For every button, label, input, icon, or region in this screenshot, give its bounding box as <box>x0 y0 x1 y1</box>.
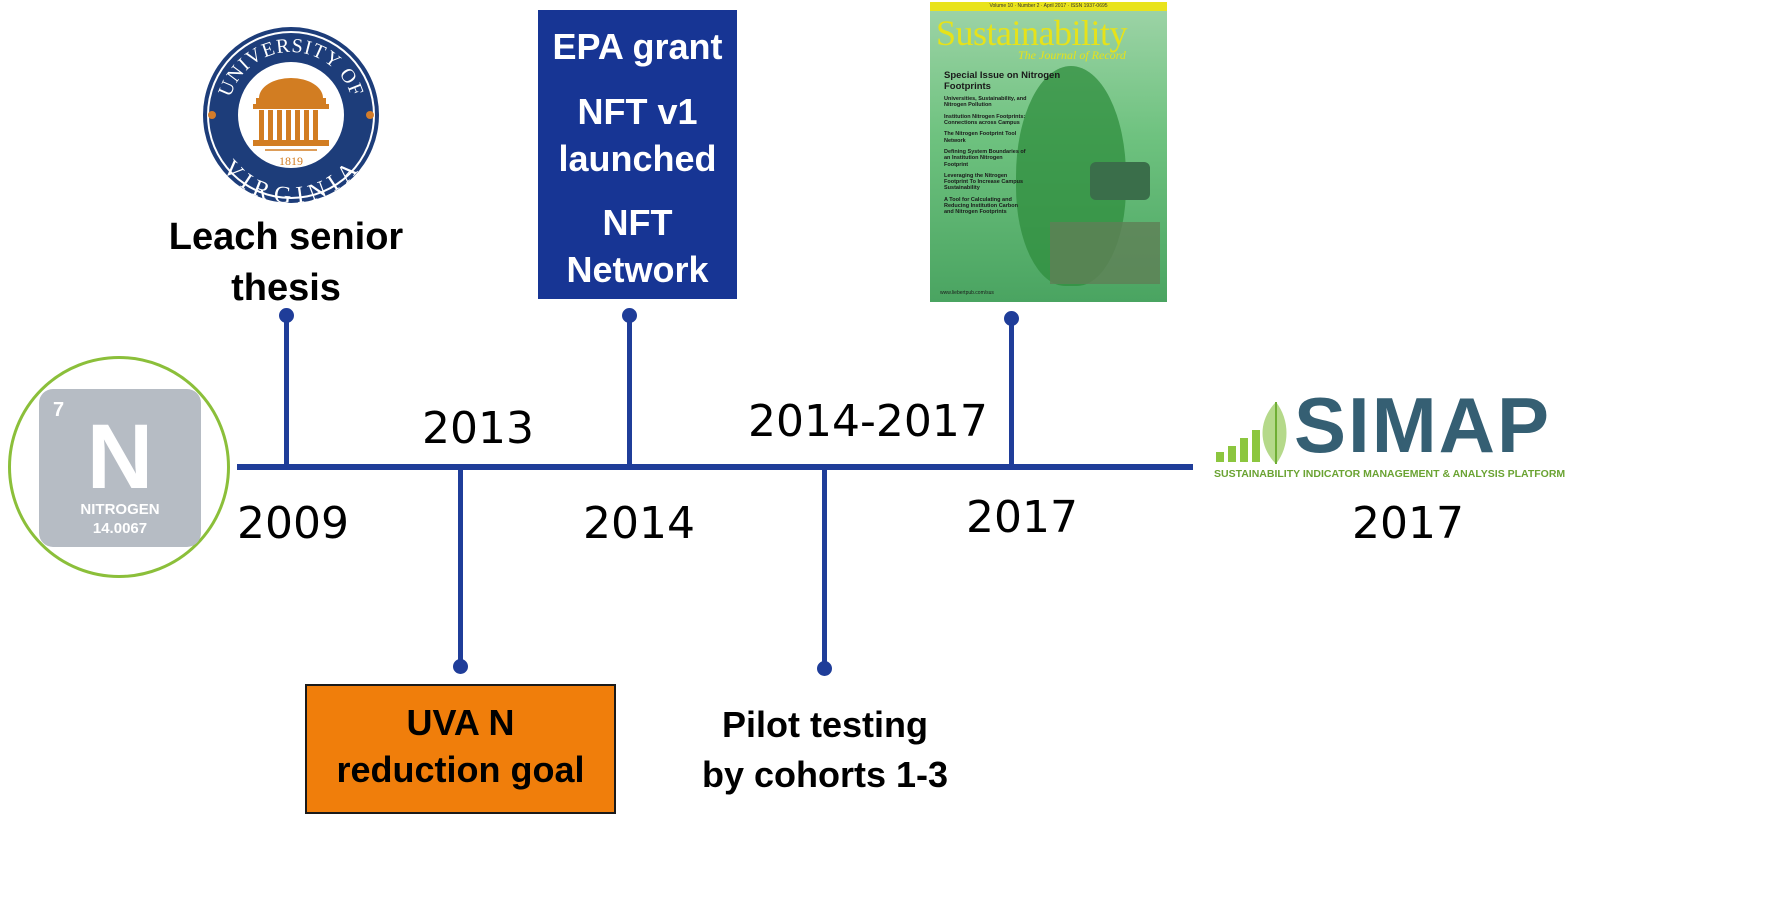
box-line: NFT <box>602 202 673 244</box>
stem-dot-2017 <box>1004 311 1019 326</box>
cyclists-photo <box>1050 222 1160 284</box>
nitrogen-element-logo: 7 N NITROGEN 14.0067 <box>8 356 230 578</box>
journal-article: A Tool for Calculating and Reducing Inst… <box>944 196 1018 216</box>
event-label-line: thesis <box>231 267 341 310</box>
nitrogen-tile: 7 N NITROGEN 14.0067 <box>39 389 201 547</box>
stem-2017 <box>1009 318 1014 466</box>
stem-2014 <box>627 316 632 466</box>
box-line: NFT v1 <box>577 90 698 132</box>
uva-n-reduction-box: UVA N reduction goal <box>305 684 616 814</box>
event-label-line: Pilot testing <box>722 704 928 745</box>
journal-footer: www.liebertpub.com/sus <box>940 290 994 296</box>
simap-bars-icon <box>1216 402 1287 464</box>
event-label-line: Leach senior <box>168 216 404 258</box>
journal-article: Universities, Sustainability, and Nitrog… <box>944 96 1027 109</box>
element-number: 7 <box>53 399 65 421</box>
event-label-pilot-testing: Pilot testing by cohorts 1-3 <box>665 700 985 799</box>
element-name: NITROGEN <box>80 501 160 518</box>
element-mass: 14.0067 <box>92 520 148 537</box>
simap-tagline: SUSTAINABILITY INDICATOR MANAGEMENT & AN… <box>1214 468 1566 480</box>
timeline-axis <box>237 464 1193 470</box>
stem-2014-2017 <box>822 466 827 668</box>
journal-subtitle: The Journal of Record <box>1018 48 1126 62</box>
year-label-2014-2017: 2014-2017 <box>748 396 988 447</box>
box-line: Network <box>566 249 709 291</box>
epa-grant-box: EPA grant NFT v1 launched NFT Network <box>538 10 737 299</box>
journal-article: Leveraging the Nitrogen Footprint To Inc… <box>944 172 1024 192</box>
stem-dot-2014-2017 <box>817 661 832 676</box>
simap-wordmark: SIMAP <box>1294 381 1552 469</box>
uva-seal-logo: UNIVERSITY OF VIRGINIA 1819 <box>201 24 381 210</box>
stem-dot-2014 <box>622 308 637 323</box>
journal-issue-bar: Volume 10 · Number 2 · April 2017 · ISSN… <box>930 2 1167 11</box>
element-symbol: N <box>86 406 154 508</box>
simap-logo: SIMAP SUSTAINABILITY INDICATOR MANAGEMEN… <box>1214 386 1566 488</box>
journal-article-list: Universities, Sustainability, and Nitrog… <box>944 96 1028 216</box>
box-line: launched <box>558 137 717 179</box>
sustainability-journal-cover: Volume 10 · Number 2 · April 2017 · ISSN… <box>930 2 1167 302</box>
journal-article: Defining System Boundaries of an Institu… <box>944 148 1026 168</box>
year-label-2014: 2014 <box>583 498 695 549</box>
seal-founded-year: 1819 <box>279 154 303 168</box>
stem-dot-2009 <box>279 308 294 323</box>
stem-2009 <box>284 316 289 466</box>
journal-article: Institution Nitrogen Footprints: Connect… <box>944 113 1026 126</box>
journal-heading: Special Issue on Nitrogen Footprints <box>944 70 1061 93</box>
box-line: reduction goal <box>336 748 585 790</box>
box-line: UVA N <box>406 702 515 743</box>
year-label-2009: 2009 <box>237 498 349 549</box>
year-label-2017-journal: 2017 <box>966 492 1078 543</box>
year-label-2013: 2013 <box>422 403 534 454</box>
event-label-line: by cohorts 1-3 <box>701 753 949 795</box>
bus-photo <box>1090 162 1150 200</box>
journal-title: Sustainability <box>936 13 1128 53</box>
stem-2013 <box>458 466 463 666</box>
year-label-2017-simap: 2017 <box>1352 498 1464 549</box>
journal-article: The Nitrogen Footprint Tool Network <box>944 131 1017 144</box>
stem-dot-2013 <box>453 659 468 674</box>
event-label-2009: Leach senior thesis <box>158 212 414 315</box>
box-line: EPA grant <box>552 26 723 67</box>
